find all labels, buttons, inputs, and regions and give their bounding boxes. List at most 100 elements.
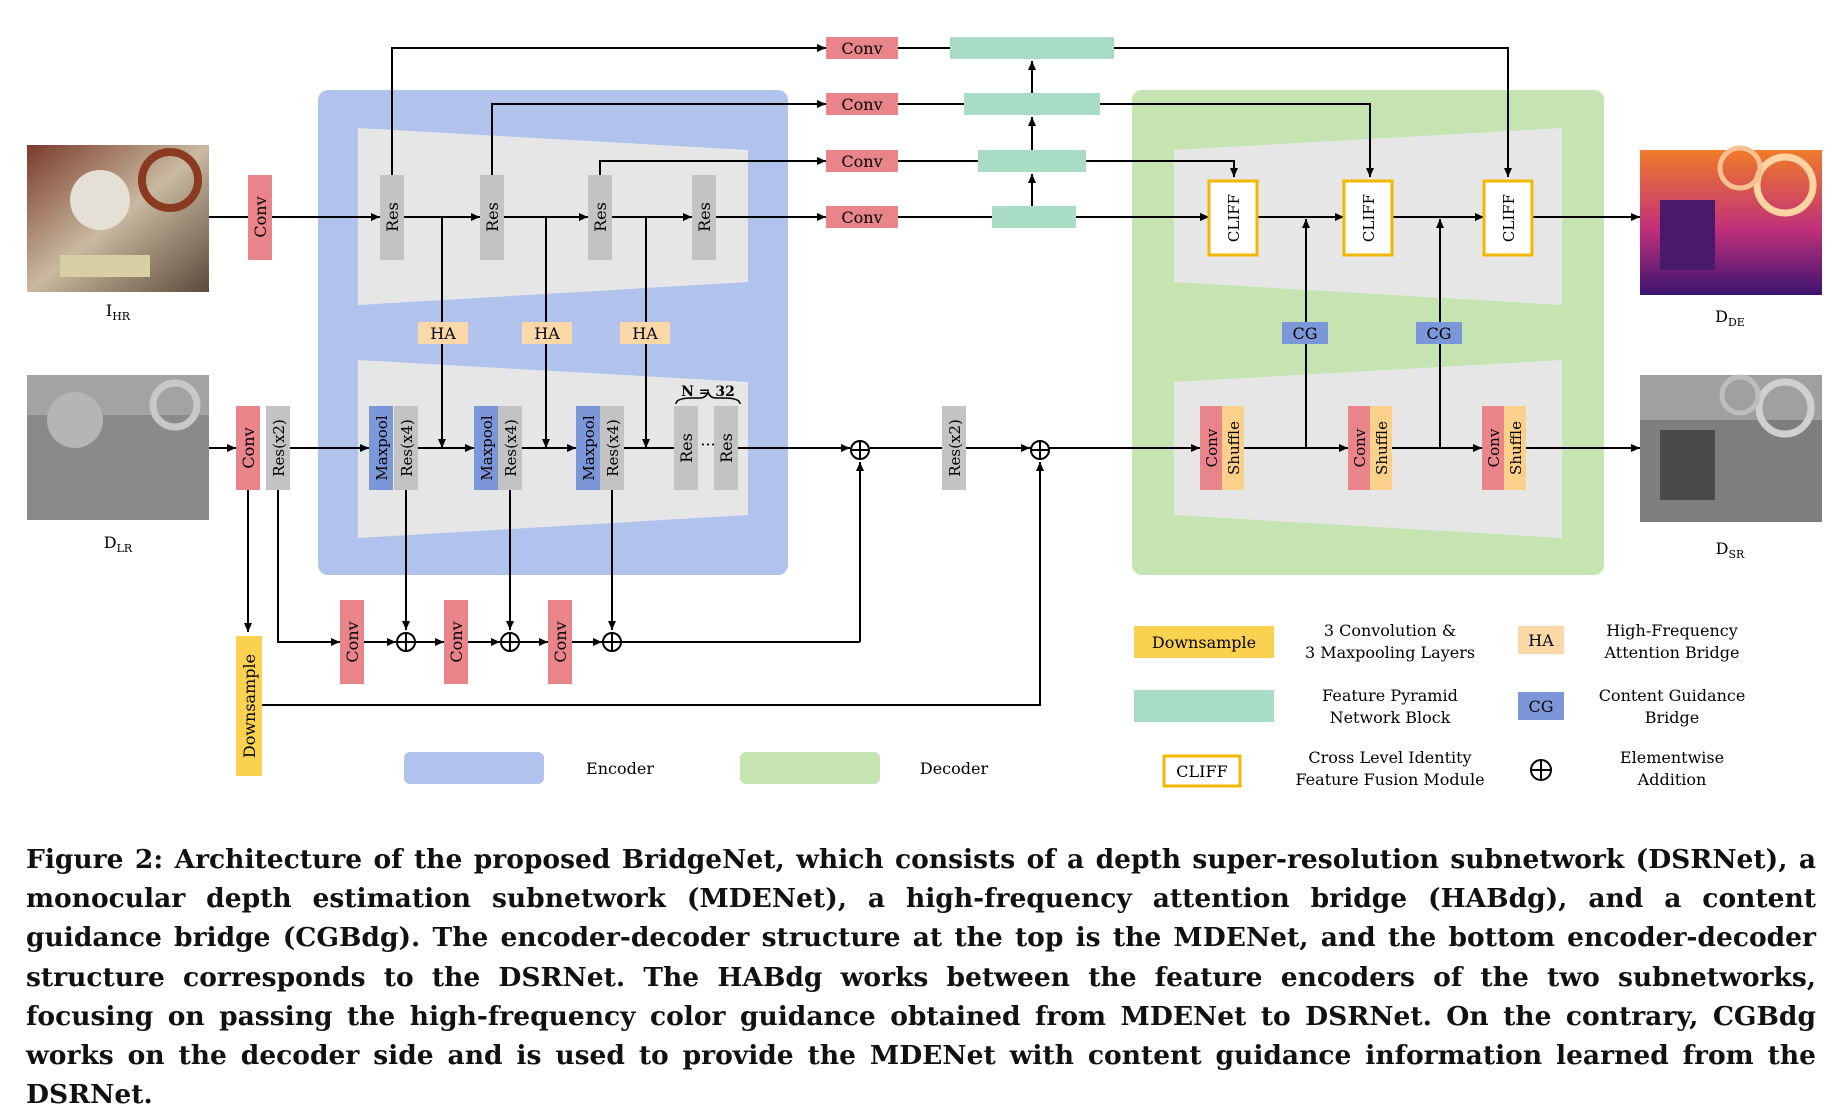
fpn-block: [950, 37, 1114, 59]
mde-res-block: Res: [480, 175, 504, 260]
svg-text:HA: HA: [1528, 631, 1554, 650]
svg-text:Shuffle: Shuffle: [1225, 421, 1243, 475]
maxpool-res-group: Maxpool Res(x4): [474, 406, 522, 490]
cg-block: CG: [1282, 322, 1328, 344]
ha-block: HA: [620, 322, 670, 344]
svg-text:Res: Res: [695, 202, 714, 232]
svg-text:Res(x2): Res(x2): [946, 419, 964, 477]
svg-text:Conv: Conv: [1203, 428, 1221, 467]
svg-text:3 Convolution &: 3 Convolution &: [1324, 621, 1456, 640]
input-color-image: [27, 145, 209, 292]
skip-conv-block: Conv: [826, 93, 898, 115]
svg-text:Res: Res: [483, 202, 502, 232]
svg-text:Conv: Conv: [841, 39, 882, 58]
lower-conv-block: Conv: [548, 600, 572, 684]
dsr-input-res: Res(x2): [266, 406, 290, 490]
svg-text:Conv: Conv: [239, 427, 258, 468]
lower-conv-block: Conv: [340, 600, 364, 684]
legend-encoder-swatch: [404, 752, 544, 784]
legend-fpn-swatch: [1134, 690, 1274, 722]
svg-text:Attention Bridge: Attention Bridge: [1604, 643, 1740, 662]
cliff-block: CLIFF: [1207, 179, 1259, 257]
svg-text:Shuffle: Shuffle: [1373, 421, 1391, 475]
svg-text:Res: Res: [383, 202, 402, 232]
svg-text:Addition: Addition: [1637, 770, 1707, 789]
dsr-res-block: Res: [674, 406, 698, 490]
svg-text:Cross Level Identity: Cross Level Identity: [1308, 748, 1471, 767]
skip-conv-block: Conv: [826, 37, 898, 59]
dsr-res-block: Res: [714, 406, 738, 490]
maxpool-res-group: Maxpool Res(x4): [369, 406, 418, 490]
add-node: [500, 632, 520, 652]
output-sr-image: [1640, 374, 1822, 522]
svg-text:Conv: Conv: [343, 621, 362, 662]
svg-text:Res(x4): Res(x4): [604, 419, 622, 477]
svg-text:Shuffle: Shuffle: [1507, 421, 1525, 475]
output-de-image: [1640, 145, 1822, 295]
legend-cg-swatch: [1518, 692, 1564, 720]
cliff-block: CLIFF: [1482, 179, 1534, 257]
dsr-input-conv: Conv: [236, 406, 260, 490]
ha-block: HA: [418, 322, 468, 344]
add-node: [602, 632, 622, 652]
lower-conv-block: Conv: [444, 600, 468, 684]
svg-text:CLIFF: CLIFF: [1500, 194, 1518, 242]
svg-text:CG: CG: [1528, 697, 1553, 716]
svg-text:Conv: Conv: [841, 152, 882, 171]
res-count-brace: [675, 389, 741, 405]
skip-conv-block: Conv: [826, 206, 898, 228]
svg-text:CLIFF: CLIFF: [1225, 194, 1243, 242]
svg-text:Elementwise: Elementwise: [1620, 748, 1724, 767]
add-node: [1030, 440, 1050, 460]
svg-text:Content Guidance: Content Guidance: [1599, 686, 1746, 705]
svg-text:Downsample: Downsample: [240, 654, 259, 758]
cliff-block: CLIFF: [1342, 179, 1394, 257]
legend-decoder-swatch: [740, 752, 880, 784]
svg-text:Conv: Conv: [1351, 428, 1369, 467]
output-sr-label: DSR: [1716, 539, 1745, 561]
svg-text:High-Frequency: High-Frequency: [1606, 621, 1738, 640]
fpn-block: [978, 150, 1086, 172]
svg-text:Conv: Conv: [841, 95, 882, 114]
mde-res-block: Res: [588, 175, 612, 260]
legend: Downsample 3 Convolution & 3 Maxpooling …: [404, 621, 1745, 789]
res-ellipsis: ···: [700, 435, 715, 454]
svg-text:Conv: Conv: [841, 208, 882, 227]
svg-text:Maxpool: Maxpool: [580, 415, 598, 480]
svg-text:Res: Res: [591, 202, 610, 232]
ha-block: HA: [522, 322, 572, 344]
svg-text:CLIFF: CLIFF: [1176, 762, 1227, 781]
legend-downsample-swatch: [1134, 626, 1274, 658]
maxpool-res-group: Maxpool Res(x4): [576, 406, 624, 490]
conv-shuffle-group: Conv Shuffle: [1348, 406, 1392, 490]
output-de-label: DDE: [1715, 307, 1745, 329]
svg-text:HA: HA: [534, 324, 560, 343]
svg-text:CLIFF: CLIFF: [1360, 194, 1378, 242]
fpn-block: [964, 93, 1100, 115]
mde-res-block: Res: [380, 175, 404, 260]
svg-text:Downsample: Downsample: [1152, 633, 1256, 652]
svg-text:Network Block: Network Block: [1330, 708, 1451, 727]
svg-text:Maxpool: Maxpool: [373, 415, 391, 480]
svg-text:Res: Res: [677, 433, 696, 463]
legend-cliff-swatch: [1162, 754, 1242, 788]
svg-text:Res(x4): Res(x4): [502, 419, 520, 477]
svg-text:Maxpool: Maxpool: [478, 415, 496, 480]
input-depth-label: DLR: [104, 533, 133, 555]
svg-text:Feature Fusion Module: Feature Fusion Module: [1295, 770, 1484, 789]
svg-text:Res(x2): Res(x2): [270, 419, 288, 477]
legend-ha-swatch: [1518, 626, 1564, 654]
mde-res-block: Res: [692, 175, 716, 260]
svg-text:HA: HA: [430, 324, 456, 343]
svg-text:Conv: Conv: [551, 621, 570, 662]
svg-text:Conv: Conv: [1485, 428, 1503, 467]
add-node: [396, 632, 416, 652]
svg-text:Res: Res: [717, 433, 736, 463]
add-node: [850, 440, 870, 460]
svg-text:Encoder: Encoder: [586, 759, 654, 778]
conv-shuffle-group: Conv Shuffle: [1200, 406, 1244, 490]
svg-text:Res(x4): Res(x4): [398, 419, 416, 477]
svg-text:CG: CG: [1426, 324, 1451, 343]
conv-shuffle-group: Conv Shuffle: [1482, 406, 1526, 490]
bridgenet-architecture-diagram: IHR DLR DDE DSR: [27, 37, 1822, 789]
